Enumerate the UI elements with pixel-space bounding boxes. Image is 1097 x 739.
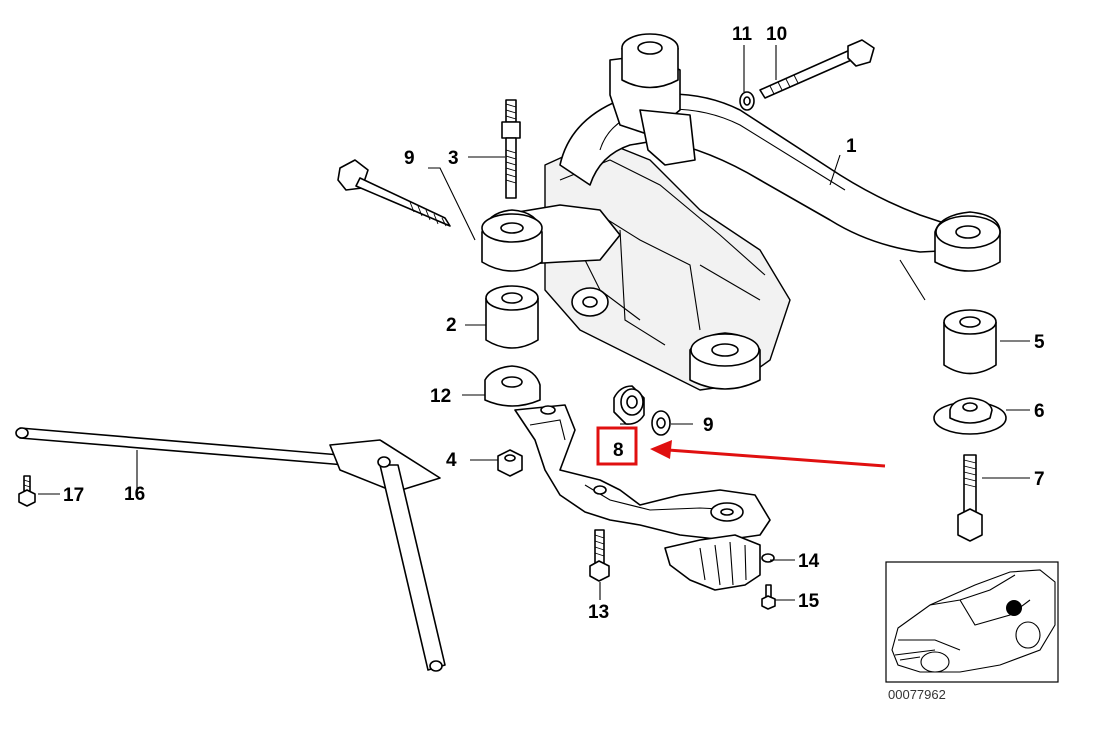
label-part-9-upper: 9	[404, 148, 415, 169]
label-part-12: 12	[430, 386, 451, 407]
stop-plate	[933, 397, 1007, 435]
highlight-box	[596, 426, 638, 466]
label-part-14: 14	[798, 551, 820, 572]
label-part-1: 1	[846, 136, 857, 157]
label-part-10: 10	[766, 24, 787, 45]
mount-bracket	[484, 365, 541, 407]
cover-shield	[664, 534, 775, 591]
washer-11	[739, 91, 755, 111]
label-part-16: 16	[124, 484, 145, 505]
strut-brace	[15, 427, 446, 672]
screw-17	[18, 475, 36, 507]
bolt-10	[759, 39, 875, 99]
crossmember-bracket	[514, 404, 771, 541]
label-part-5: 5	[1034, 332, 1045, 353]
label-part-6: 6	[1034, 401, 1045, 422]
small-screw	[761, 584, 776, 610]
label-part-7: 7	[1034, 469, 1045, 490]
vehicle-location-inset	[885, 561, 1059, 683]
rear-axle-carrier	[481, 33, 1001, 391]
label-part-9-lower: 9	[703, 415, 714, 436]
car-outline-icon	[891, 569, 1056, 673]
highlight-arrow-shaft	[667, 448, 886, 468]
part-number-labels: 1 2 3 4 5 6 7 8 9 9 10 11 12 13 14 15 16…	[63, 24, 1045, 623]
rubber-mount-right	[943, 309, 997, 375]
stud-bolt	[501, 99, 521, 199]
label-part-4: 4	[446, 450, 457, 471]
hex-nut	[497, 449, 523, 477]
location-marker-dot	[1006, 600, 1022, 616]
label-part-11: 11	[732, 24, 753, 45]
label-part-13: 13	[588, 602, 609, 623]
diagram-reference-number: 00077962	[888, 687, 946, 702]
label-part-8: 8	[613, 440, 624, 461]
washer-9	[651, 410, 671, 436]
long-hex-bolt	[337, 159, 451, 227]
highlight-callout	[596, 426, 886, 468]
hex-bolt-13	[589, 529, 610, 582]
leader-lines	[38, 45, 1030, 601]
label-part-2: 2	[446, 315, 457, 336]
highlight-arrow-head	[650, 440, 672, 459]
hex-bolt-7	[957, 454, 983, 542]
label-part-15: 15	[798, 591, 820, 612]
label-part-3: 3	[448, 148, 459, 169]
rubber-mount-bushing	[485, 285, 539, 349]
label-part-17: 17	[63, 485, 84, 506]
rubber-bushing-8	[613, 385, 645, 425]
